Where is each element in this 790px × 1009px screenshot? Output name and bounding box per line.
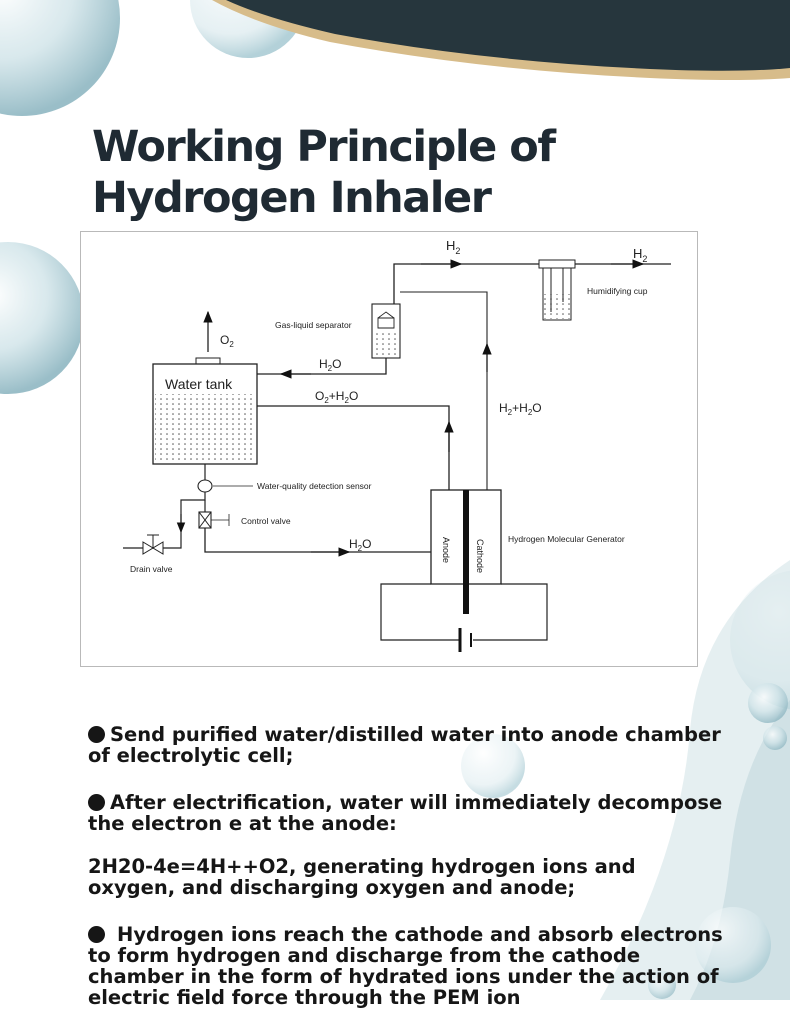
drain-valve xyxy=(142,534,164,555)
label-cathode: Cathode xyxy=(475,539,485,573)
bubble-bottom-right xyxy=(695,907,771,983)
bullet-icon xyxy=(88,726,105,743)
paragraph-1-text: Send purified water/distilled water into… xyxy=(88,723,721,767)
label-o2-h2o: O2+H2O xyxy=(315,389,358,405)
pipe-h2-h2o xyxy=(400,291,488,490)
label-gas-liquid-separator: Gas-liquid separator xyxy=(275,320,352,330)
label-generator: Hydrogen Molecular Generator xyxy=(508,534,625,544)
bubble-bottom-mid xyxy=(461,734,525,798)
bubble-left xyxy=(0,242,84,394)
paragraph-3: 2H20-4e=4H++O2, generating hydrogen ions… xyxy=(88,856,728,898)
working-principle-diagram: H2 H2 Humidifying cup Gas-liquid separat… xyxy=(80,231,698,667)
gas-liquid-separator xyxy=(371,303,401,359)
label-drain-valve: Drain valve xyxy=(130,564,173,574)
pipe-h2-top xyxy=(393,263,541,304)
diagram-svg: H2 H2 Humidifying cup Gas-liquid separat… xyxy=(123,238,671,652)
label-water-tank: Water tank xyxy=(165,376,233,392)
label-h2-out: H2 xyxy=(633,246,647,264)
control-valve xyxy=(198,511,230,529)
swirl-right xyxy=(600,560,790,1000)
bullet-icon xyxy=(88,794,105,811)
bubble-right-small-2 xyxy=(763,726,787,750)
label-control-valve: Control valve xyxy=(241,516,291,526)
paragraph-4-text: Hydrogen ions reach the cathode and abso… xyxy=(88,923,723,1009)
page-title: Working Principle of Hydrogen Inhaler xyxy=(92,122,732,224)
label-o2: O2 xyxy=(220,333,234,349)
water-tank xyxy=(152,363,258,465)
pipe-feed xyxy=(204,528,431,553)
pipe-drain xyxy=(123,532,182,549)
paragraph-2: After electrification, water will immedi… xyxy=(88,792,728,834)
label-h2o-return: H2O xyxy=(319,357,341,373)
header-band xyxy=(226,0,790,71)
pipe-o2-h2o xyxy=(257,405,450,490)
label-water-quality-sensor: Water-quality detection sensor xyxy=(257,481,372,491)
bubble-right-small-1 xyxy=(748,683,788,723)
hydrogen-generator xyxy=(430,489,502,614)
paragraph-2-text: After electrification, water will immedi… xyxy=(88,791,723,835)
water-quality-sensor xyxy=(197,479,213,493)
label-h2-top: H2 xyxy=(446,238,460,256)
tank-cap xyxy=(195,357,221,365)
title-line-1: Working Principle of xyxy=(92,122,556,172)
label-anode: Anode xyxy=(441,537,451,563)
title-line-2: Hydrogen Inhaler xyxy=(92,173,492,223)
bullet-icon xyxy=(88,926,105,943)
label-h2o-feed: H2O xyxy=(349,537,371,553)
bubble-top-left xyxy=(0,0,120,116)
label-h2-h2o: H2+H2O xyxy=(499,401,542,417)
bubble-bottom-right-small xyxy=(648,971,676,999)
paragraph-4: Hydrogen ions reach the cathode and abso… xyxy=(88,924,728,1008)
power-circuit xyxy=(380,583,548,641)
paragraph-1: Send purified water/distilled water into… xyxy=(88,724,728,766)
label-humidifying-cup: Humidifying cup xyxy=(587,286,648,296)
humidifying-cup xyxy=(538,259,576,321)
paragraph-3-text: 2H20-4e=4H++O2, generating hydrogen ions… xyxy=(88,855,636,899)
